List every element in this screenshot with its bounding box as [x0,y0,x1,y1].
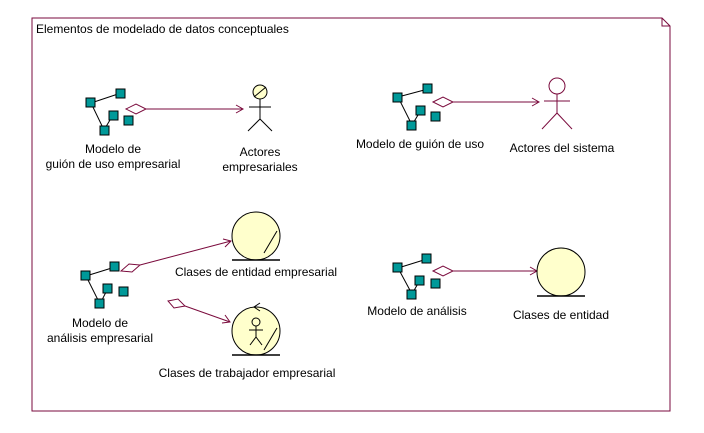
business-use-case-model-label: Modelo de guión de uso empresarial [38,142,188,172]
business-worker-icon[interactable] [231,302,281,356]
business-analysis-model-icon[interactable] [80,261,129,309]
analysis-model-icon[interactable] [392,253,441,300]
use-case-model-icon[interactable] [392,83,441,131]
aggregation-system-actors[interactable] [431,96,541,108]
package-frame-fold [661,18,670,27]
business-use-case-model-label-line1: Modelo de [84,142,142,156]
business-entity-label: Clases de entidad empresarial [174,265,338,279]
business-analysis-model-label-line2: análisis empresarial [46,331,154,345]
aggregation-business-entity[interactable] [119,238,232,273]
business-actors-label-line2: empresariales [222,160,298,174]
business-analysis-model-label-line1: Modelo de [71,316,129,330]
business-use-case-model-label-line2: guión de uso empresarial [45,157,181,171]
business-actors-label-line1: Actores [239,145,281,159]
aggregation-business-worker[interactable] [167,298,231,324]
aggregation-entity[interactable] [431,265,539,277]
package-title: Elementos de modelado de datos conceptua… [36,22,289,36]
business-analysis-model-label: Modelo de análisis empresarial [35,316,165,346]
business-actor-icon[interactable] [247,84,273,132]
package-frame[interactable] [31,17,671,412]
entity-icon[interactable] [536,247,586,297]
business-worker-label: Clases de trabajador empresarial [158,366,336,380]
business-use-case-model-icon[interactable] [85,88,134,136]
use-case-model-label: Modelo de guión de uso [355,137,485,151]
business-actors-label: Actores empresariales [210,145,310,175]
entity-label: Clases de entidad [512,308,610,322]
aggregation-business-actors[interactable] [124,103,245,115]
system-actors-label: Actores del sistema [509,141,615,155]
business-entity-icon[interactable] [231,211,281,261]
system-actor-icon[interactable] [541,77,573,130]
analysis-model-label: Modelo de análisis [367,304,467,318]
